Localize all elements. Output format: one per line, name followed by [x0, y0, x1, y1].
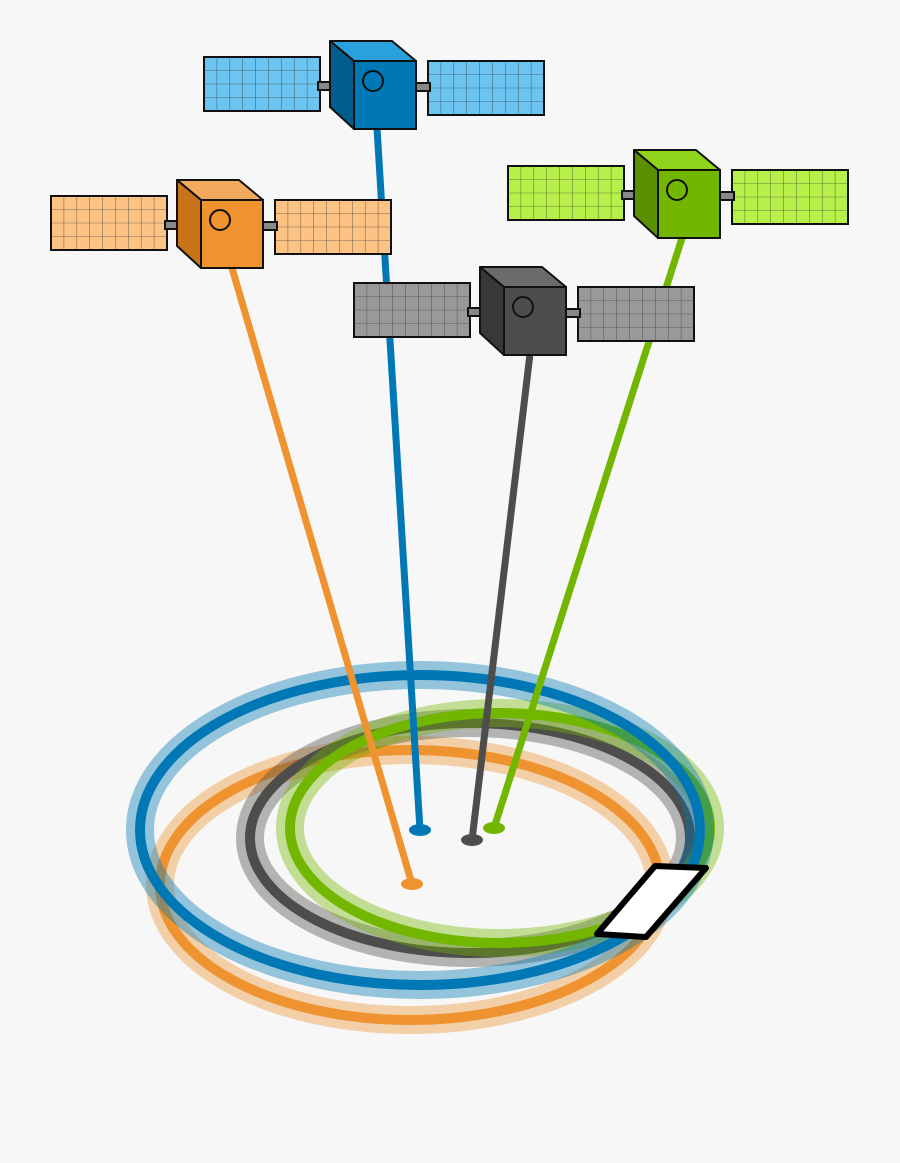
satellite-green-body [633, 149, 721, 239]
satellite-gray-icon [353, 266, 695, 356]
ring-gray-line [245, 718, 695, 958]
range-rings [126, 661, 724, 1034]
satellite-blue-icon [203, 40, 545, 130]
ring-blue [126, 661, 714, 999]
satellite-blue-left-panel [203, 56, 321, 112]
satellite-orange-lens-icon [209, 209, 231, 231]
point-gray [461, 834, 483, 846]
satellite-orange-icon [50, 179, 392, 269]
ring-green-line [285, 708, 715, 948]
point-green [483, 822, 505, 834]
satellites [50, 40, 849, 356]
satellite-green-left-panel [507, 165, 625, 221]
beam-orange [228, 267, 416, 885]
beam-gray [468, 353, 534, 841]
satellite-gray-lens-icon [512, 296, 534, 318]
point-orange [401, 878, 423, 890]
receiver-device-icon [594, 863, 709, 940]
satellite-orange-left-panel [50, 195, 168, 251]
satellite-blue-right-panel [427, 60, 545, 116]
satellite-green-right-panel [731, 169, 849, 225]
satellite-gray-right-panel [577, 286, 695, 342]
ground-points [401, 822, 505, 890]
satellite-orange-right-arm [262, 221, 278, 231]
point-blue [409, 824, 431, 836]
satellite-blue-right-arm [415, 82, 431, 92]
satellite-green-right-arm [719, 191, 735, 201]
ring-gray [236, 709, 704, 967]
satellite-blue-lens-icon [362, 70, 384, 92]
satellite-gray-body [479, 266, 567, 356]
satellite-blue-body [329, 40, 417, 130]
satellite-gray-left-panel [353, 282, 471, 338]
satellite-orange-body [176, 179, 264, 269]
satellite-orange-right-panel [274, 199, 392, 255]
ring-green [276, 699, 724, 957]
satellite-green-icon [507, 149, 849, 239]
satellite-gray-right-arm [565, 308, 581, 318]
satellite-green-lens-icon [666, 179, 688, 201]
ring-blue-line [135, 670, 705, 990]
